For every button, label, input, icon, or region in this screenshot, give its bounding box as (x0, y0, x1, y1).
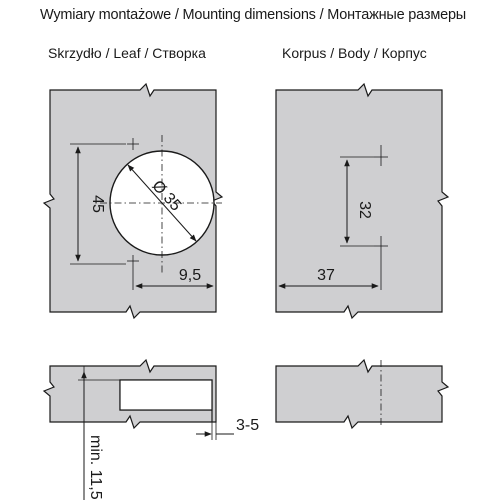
leaf-panel: 45 Ø 35 9,5 (42, 82, 224, 320)
body-section (275, 358, 450, 430)
body-panel: 32 37 (275, 82, 450, 320)
leaf-label: Skrzydło / Leaf / Створка (48, 45, 206, 61)
body-section-shape (275, 358, 450, 430)
leaf-offset-label: 9,5 (179, 267, 201, 284)
body-height-label: 32 (356, 201, 373, 219)
body-offset-label: 37 (317, 267, 335, 284)
cup-recess (119, 379, 213, 411)
body-panel-shape (275, 82, 450, 320)
leaf-section: min. 11,5 3-5 (42, 358, 259, 500)
gap-label: 3-5 (236, 417, 259, 434)
page-title: Wymiary montażowe / Mounting dimensions … (40, 7, 467, 23)
min-thickness-label: min. 11,5 (87, 435, 104, 500)
cup-diameter-dimension (127, 164, 197, 242)
leaf-height-label: 45 (89, 195, 106, 213)
body-label: Korpus / Body / Корпус (282, 45, 427, 61)
